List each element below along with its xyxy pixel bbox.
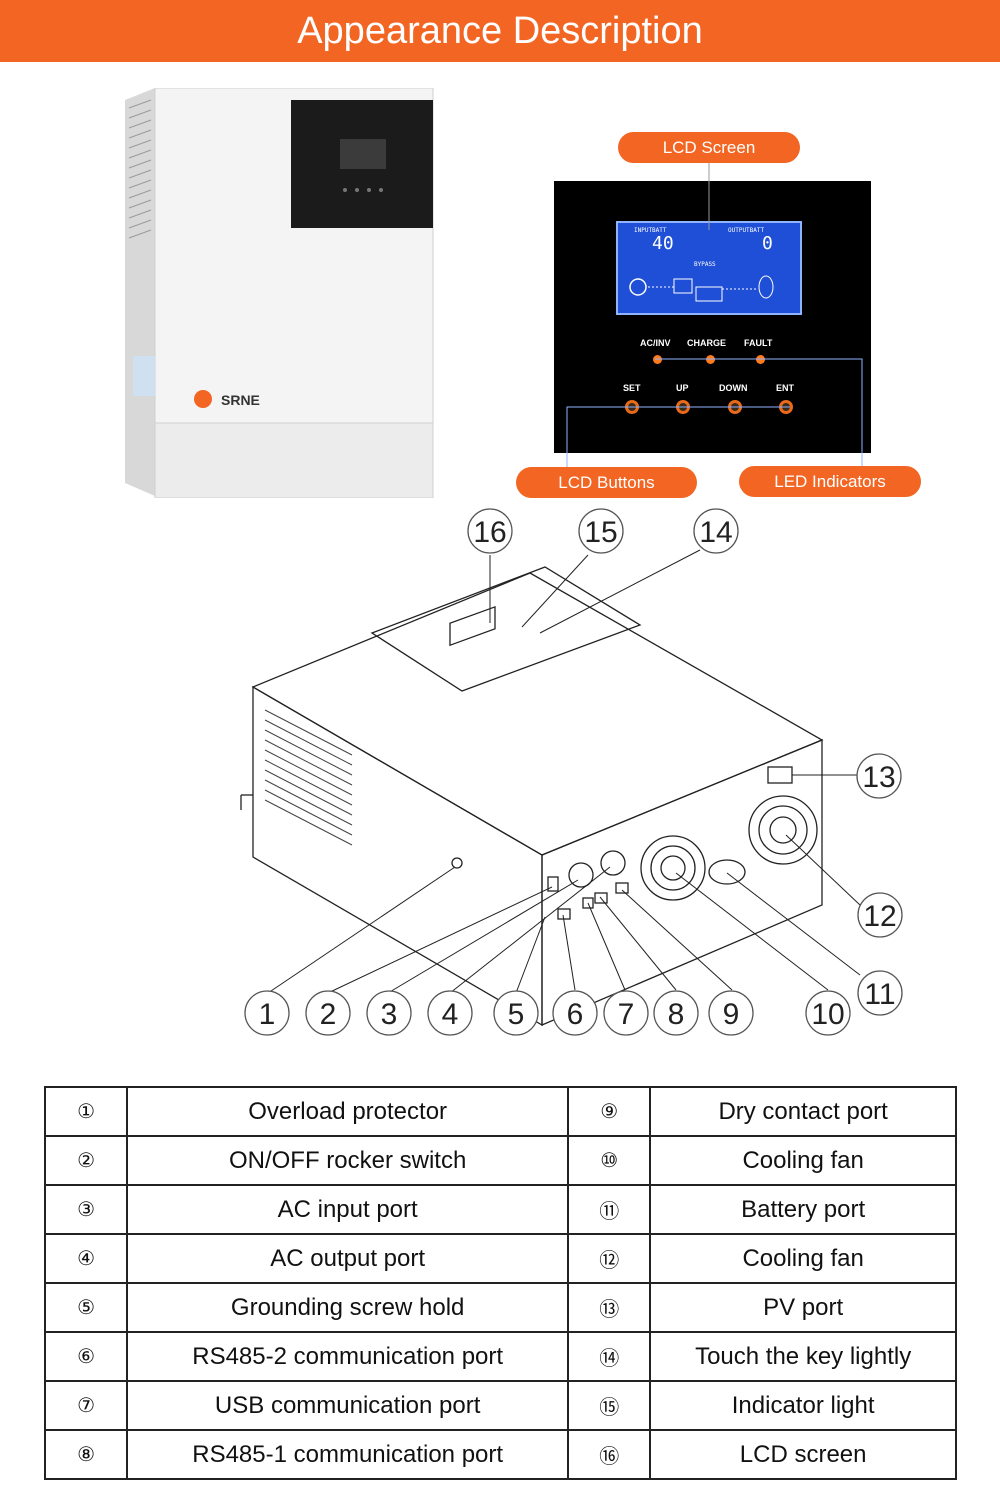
callout-led-indicators-label: LED Indicators xyxy=(774,471,886,491)
callout-lcd-screen: LCD Screen xyxy=(618,132,800,163)
callout-5: 5 xyxy=(508,998,525,1031)
part-number: ① xyxy=(43,1086,129,1137)
table-row: ① Overload protector ⑨ Dry contact port xyxy=(43,1086,957,1137)
part-number: ⑮ xyxy=(567,1380,652,1431)
callout-7: 7 xyxy=(618,998,635,1031)
callout-led-indicators: LED Indicators xyxy=(739,466,921,497)
page-title: Appearance Description xyxy=(297,9,703,52)
part-number: ⑦ xyxy=(43,1380,129,1431)
screen-output-value: 0 xyxy=(762,233,773,254)
part-label: Touch the key lightly xyxy=(649,1331,957,1382)
button-label-down: DOWN xyxy=(719,383,748,393)
part-number: ③ xyxy=(43,1184,129,1235)
brand-logo: SRNE xyxy=(221,392,260,408)
part-label: ON/OFF rocker switch xyxy=(126,1135,570,1186)
part-label: AC input port xyxy=(126,1184,570,1235)
callout-13: 13 xyxy=(862,761,895,794)
part-label: USB communication port xyxy=(126,1380,570,1431)
part-number: ⑤ xyxy=(43,1282,129,1333)
indicator-label-acinv: AC/INV xyxy=(640,338,671,348)
callout-10: 10 xyxy=(811,998,844,1031)
callout-12: 12 xyxy=(863,900,896,933)
part-label: Cooling fan xyxy=(649,1135,957,1186)
part-number: ⑭ xyxy=(567,1331,652,1382)
part-label: Cooling fan xyxy=(649,1233,957,1284)
part-label: Grounding screw hold xyxy=(126,1282,570,1333)
callout-3: 3 xyxy=(381,998,398,1031)
callout-4: 4 xyxy=(442,998,459,1031)
callout-6: 6 xyxy=(567,998,584,1031)
part-number: ④ xyxy=(43,1233,129,1284)
inverter-diagram: 16 15 14 13 12 11 10 1 2 3 4 5 6 7 8 9 xyxy=(240,508,903,1036)
part-label: RS485-2 communication port xyxy=(126,1331,570,1382)
inverter-photo: SRNE xyxy=(125,88,434,498)
part-number: ⑩ xyxy=(567,1135,652,1186)
table-row: ③ AC input port ⑪ Battery port xyxy=(43,1184,957,1235)
screen-flow-graphic xyxy=(629,275,774,302)
table-row: ⑧ RS485-1 communication port ⑯ LCD scree… xyxy=(43,1429,957,1480)
table-row: ② ON/OFF rocker switch ⑩ Cooling fan xyxy=(43,1135,957,1186)
part-number: ⑬ xyxy=(567,1282,652,1333)
part-label: RS485-1 communication port xyxy=(126,1429,570,1480)
button-label-up: UP xyxy=(676,383,689,393)
part-label: Overload protector xyxy=(126,1086,570,1137)
callout-1: 1 xyxy=(259,998,276,1031)
callout-lines xyxy=(566,163,863,467)
parts-table: ① Overload protector ⑨ Dry contact port … xyxy=(43,1086,957,1480)
part-label: Dry contact port xyxy=(649,1086,957,1137)
lcd-panel: INPUTBATT OUTPUTBATT 40 0 BYPASS AC/INV … xyxy=(554,181,871,453)
indicator-label-charge: CHARGE xyxy=(687,338,727,348)
table-row: ⑦ USB communication port ⑮ Indicator lig… xyxy=(43,1380,957,1431)
indicator-label-fault: FAULT xyxy=(744,338,773,348)
callout-14: 14 xyxy=(699,516,732,549)
part-number: ⑨ xyxy=(567,1086,652,1137)
callout-8: 8 xyxy=(668,998,685,1031)
callout-lcd-buttons: LCD Buttons xyxy=(516,467,697,498)
part-number: ⑧ xyxy=(43,1429,129,1480)
part-label: Battery port xyxy=(649,1184,957,1235)
callout-16: 16 xyxy=(473,516,506,549)
part-number: ② xyxy=(43,1135,129,1186)
callout-lcd-screen-label: LCD Screen xyxy=(662,137,756,157)
part-label: Indicator light xyxy=(649,1380,957,1431)
callout-2: 2 xyxy=(320,998,337,1031)
page-header: Appearance Description xyxy=(0,0,1000,62)
screen-output-label: OUTPUTBATT xyxy=(728,227,765,234)
callout-15: 15 xyxy=(584,516,617,549)
table-row: ⑥ RS485-2 communication port ⑭ Touch the… xyxy=(43,1331,957,1382)
table-row: ④ AC output port ⑫ Cooling fan xyxy=(43,1233,957,1284)
part-number: ⑥ xyxy=(43,1331,129,1382)
button-label-ent: ENT xyxy=(776,383,794,393)
part-number: ⑫ xyxy=(567,1233,652,1284)
part-label: LCD screen xyxy=(649,1429,957,1480)
callout-9: 9 xyxy=(723,998,740,1031)
screen-bypass-label: BYPASS xyxy=(694,261,716,268)
callout-lcd-buttons-label: LCD Buttons xyxy=(558,472,655,492)
screen-input-value: 40 xyxy=(652,233,674,254)
table-row: ⑤ Grounding screw hold ⑬ PV port xyxy=(43,1282,957,1333)
part-label: PV port xyxy=(649,1282,957,1333)
callout-11: 11 xyxy=(864,978,895,1011)
part-number: ⑪ xyxy=(567,1184,652,1235)
screen-input-label: INPUTBATT xyxy=(634,227,667,234)
lcd-screen-display: INPUTBATT OUTPUTBATT 40 0 BYPASS xyxy=(616,221,802,315)
button-label-set: SET xyxy=(623,383,641,393)
part-label: AC output port xyxy=(126,1233,570,1284)
part-number: ⑯ xyxy=(567,1429,652,1480)
